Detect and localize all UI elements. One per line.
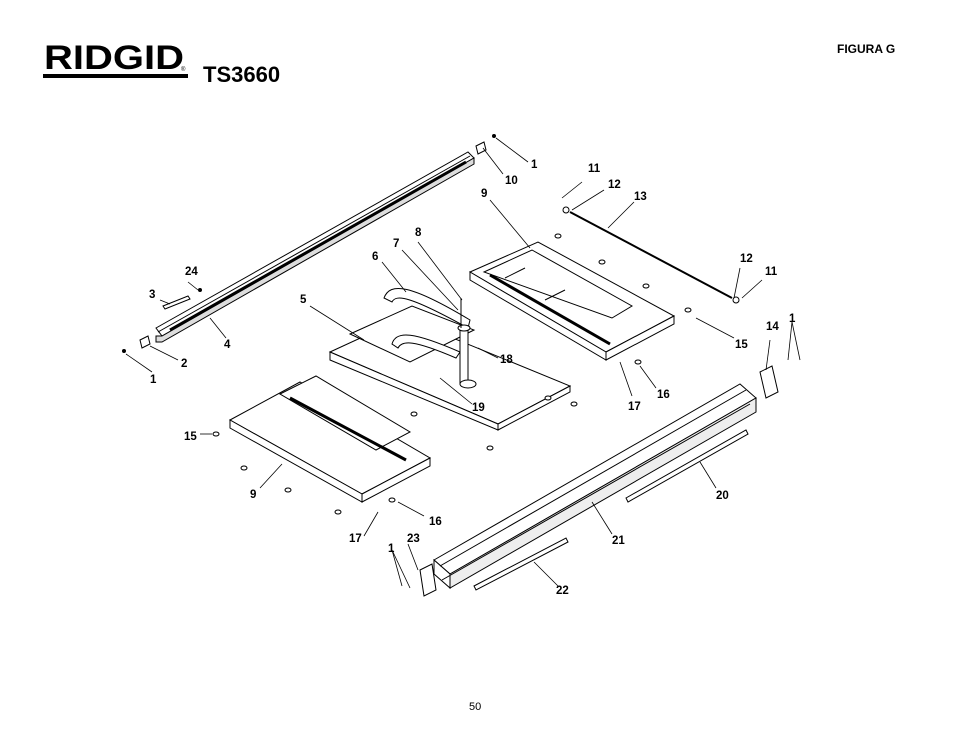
callout-3: 3 [149,289,155,301]
callout-1: 1 [531,159,538,171]
callout-11b: 11 [765,266,778,278]
callout-17: 17 [628,401,641,413]
left-extension-wing [228,375,432,503]
callout-1c: 1 [150,374,157,386]
callout-9b: 9 [250,489,256,501]
model-number: TS3660 [203,62,281,87]
callout-12: 12 [608,179,621,191]
callout-10: 10 [505,175,518,187]
callout-14: 14 [766,321,779,333]
page-number: 50 [469,701,482,713]
callout-8: 8 [415,227,422,239]
right-extension-wing [468,241,676,361]
callout-1b: 1 [789,313,796,325]
svg-text:®: ® [181,66,186,73]
callout-18: 18 [500,354,513,366]
ridgid-logo: RIDGID ® [43,40,188,80]
front-rail [433,383,757,590]
callout-13: 13 [634,191,647,203]
callout-11: 11 [588,163,601,175]
callout-23: 23 [407,533,420,545]
callout-15: 15 [735,339,748,351]
callout-19: 19 [472,402,485,414]
callout-22: 22 [556,585,569,597]
callout-4: 4 [224,339,231,351]
figure-label: FIGURA G [837,42,896,56]
callout-24: 24 [185,266,198,278]
callout-2: 2 [181,358,187,370]
callout-16: 16 [657,389,670,401]
callout-16b: 16 [429,516,442,528]
center-table [328,305,572,431]
callout-9: 9 [481,188,487,200]
callout-17b: 17 [349,533,362,545]
callout-12b: 12 [740,253,753,265]
rear-rail [155,151,475,343]
callout-1d: 1 [388,543,395,555]
callout-21: 21 [612,535,625,547]
callout-6: 6 [372,251,378,263]
callout-numbers: 1 10 11 12 13 9 8 7 6 24 3 5 12 11 14 1 … [149,159,796,597]
callout-5: 5 [300,294,307,306]
svg-text:RIDGID: RIDGID [44,40,184,77]
callout-7: 7 [393,238,399,250]
callout-20: 20 [716,490,729,502]
callout-15b: 15 [184,431,197,443]
